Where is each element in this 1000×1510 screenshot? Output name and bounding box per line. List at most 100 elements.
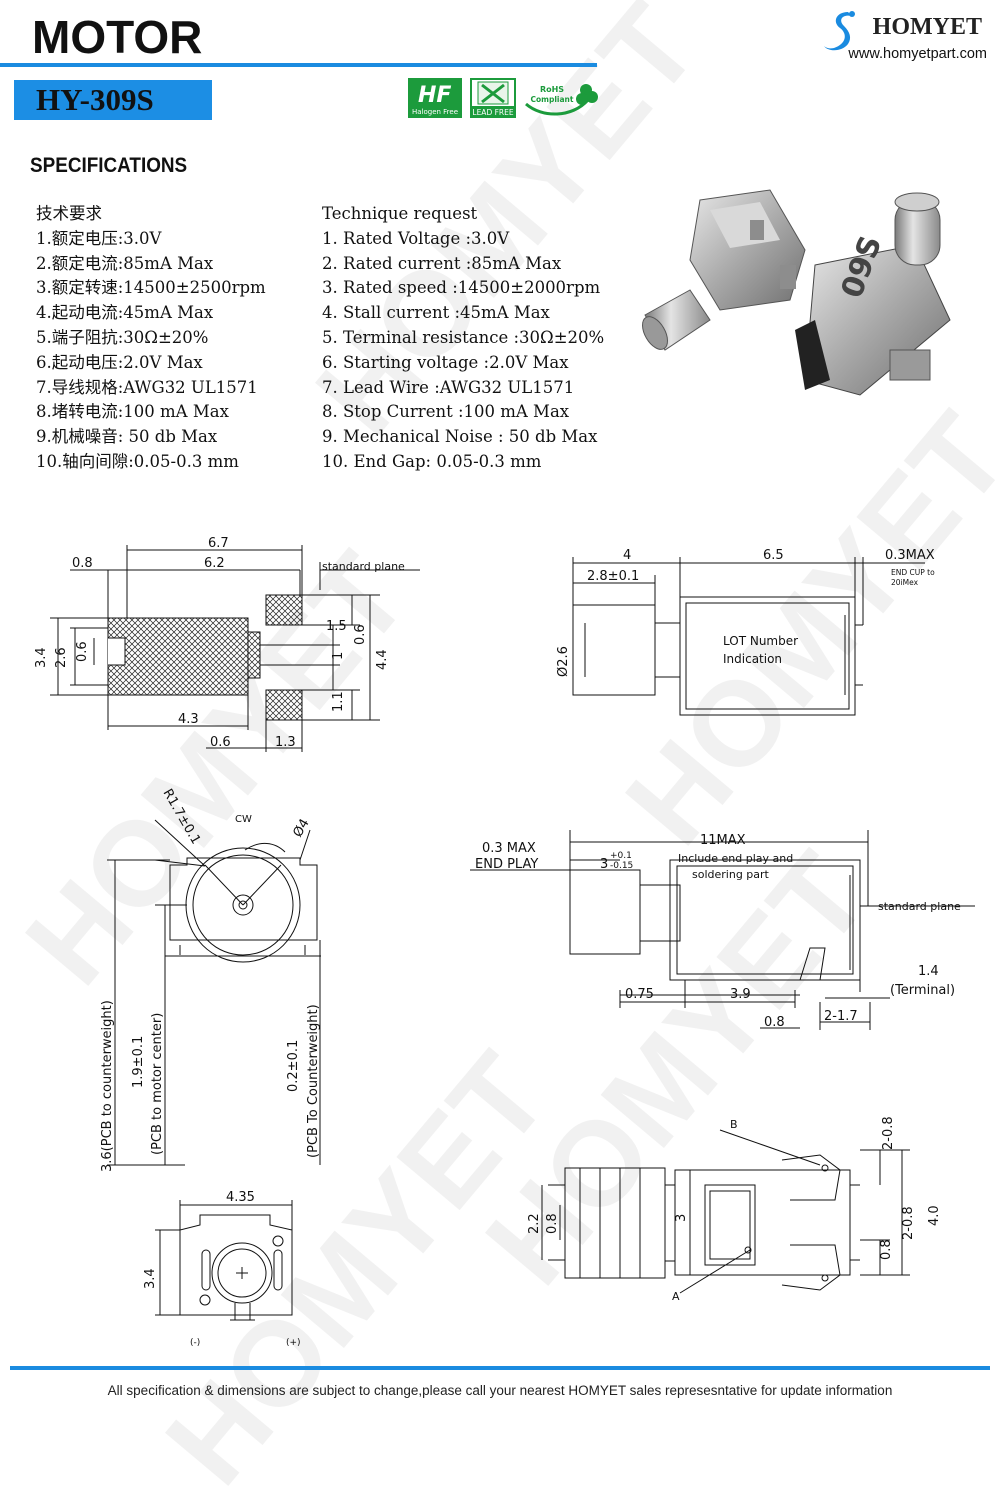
dim-0-8-right: 0.8 <box>879 1239 894 1260</box>
dim-diameter-2-6: Ø2.6 <box>556 646 571 677</box>
dim-0-8: 0.8 <box>764 1015 785 1030</box>
halogen-free-text: Halogen Free <box>412 108 458 116</box>
dim-6-5: 6.5 <box>763 548 784 563</box>
pcb-counterweight-label: (PCB To Counterweight) <box>306 1004 321 1158</box>
dim-0-6-bottom: 0.6 <box>210 735 231 750</box>
cn-spec-item: 8.堵转电流:100 mA Max <box>36 402 229 422</box>
motor-right: 09S <box>795 192 951 396</box>
cn-spec-item: 10.轴向间隙:0.05-0.3 mm <box>36 451 239 471</box>
model-label: HY-309S <box>14 80 212 120</box>
cn-spec-item: 9.机械噪音: 50 db Max <box>36 427 218 447</box>
motor-photo: 09S <box>642 189 951 396</box>
cn-spec-item: 7.导线规格:AWG32 UL1571 <box>36 377 258 397</box>
rohs-badge: RoHS Compliant <box>522 78 598 118</box>
diameter-4-label: Ø4 <box>290 816 312 840</box>
cn-spec-item: 1.额定电压:3.0V <box>36 228 162 248</box>
dim-2-6: 2.6 <box>54 647 69 668</box>
dim-1-5: 1.5 <box>326 619 347 634</box>
dim-6-2: 6.2 <box>204 556 225 571</box>
include-end-play-note: Include end play and <box>678 852 793 865</box>
dim-1-right: 1 <box>331 652 346 660</box>
label-b: B <box>730 1118 738 1131</box>
dim-0-75: 0.75 <box>625 987 654 1002</box>
drawing-end-view: R1.7±0.1 CW Ø4 3.6(PCB to counterweight)… <box>100 787 321 1172</box>
tol-plus: +0.1 <box>610 851 632 861</box>
motor-left <box>642 189 806 351</box>
cn-spec-item: 3.额定转速:14500±2500rpm <box>36 278 266 298</box>
cn-title: 技术要求 <box>36 204 102 223</box>
en-spec-item: 1. Rated Voltage :3.0V <box>322 228 510 248</box>
page-title: MOTOR <box>32 11 203 63</box>
dim-0-3max: 0.3MAX <box>885 548 935 563</box>
specs-english: Technique request 1. Rated Voltage :3.0V… <box>322 202 604 475</box>
dim-3: 3 <box>674 1214 689 1222</box>
dim-3-4: 3.4 <box>143 1268 158 1289</box>
rohs-top-text: RoHS <box>540 85 564 94</box>
svg-text:HF: HF <box>418 83 451 108</box>
en-spec-item: 9. Mechanical Noise : 50 db Max <box>322 427 598 447</box>
cn-spec-item: 4.起动电流:45mA Max <box>36 303 214 323</box>
pcb-motor-center-label: (PCB to motor center) <box>150 1013 165 1155</box>
dim-1-4: 1.4 <box>918 964 939 979</box>
dim-0-8-left: 0.8 <box>545 1213 560 1234</box>
header-divider <box>0 63 597 67</box>
dim-11max: 11MAX <box>700 833 746 848</box>
en-spec-item: 5. Terminal resistance :30Ω±20% <box>322 327 605 347</box>
drawing-top-view: B A 2.2 0.8 3 2-0.8 2-0.8 0.8 4.0 <box>527 1116 942 1303</box>
dim-3-9: 3.9 <box>730 987 751 1002</box>
footer-divider <box>10 1366 990 1370</box>
en-spec-item: 3. Rated speed :14500±2000rpm <box>322 278 601 298</box>
dim-2-8: 2.8±0.1 <box>587 569 639 584</box>
plus-terminal-label: (+) <box>286 1338 301 1348</box>
dim-2-2: 2.2 <box>527 1213 542 1234</box>
label-a: A <box>672 1290 680 1303</box>
standard-plane-label: standard plane <box>322 560 405 573</box>
dim-2-1-7: 2-1.7 <box>824 1009 858 1024</box>
dim-1-3: 1.3 <box>275 735 296 750</box>
dim-4-35: 4.35 <box>226 1190 255 1205</box>
rohs-bottom-text: Compliant <box>531 95 574 104</box>
dim-6-7: 6.7 <box>208 536 229 551</box>
drawing-side-view: 4 6.5 0.3MAX END CUP to 20iMex 2.8±0.1 Ø… <box>556 548 935 716</box>
footer-disclaimer: All specification & dimensions are subje… <box>107 1383 893 1398</box>
dim-4-0: 4.0 <box>927 1205 942 1226</box>
radius-label: R1.7±0.1 <box>160 787 204 848</box>
en-title: Technique request <box>322 204 478 223</box>
halogen-free-badge: HF Halogen Free <box>408 78 462 118</box>
en-spec-item: 10. End Gap: 0.05-0.3 mm <box>322 451 542 471</box>
drawing-bottom-view: 4.35 3.4 (-) (+) <box>143 1190 301 1348</box>
en-spec-item: 8. Stop Current :100 mA Max <box>322 402 570 422</box>
brand-name: HOMYET <box>872 14 982 40</box>
homyet-logo-icon <box>824 11 855 51</box>
en-spec-item: 7. Lead Wire :AWG32 UL1571 <box>322 377 575 397</box>
lead-free-badge: LEAD FREE <box>470 78 516 118</box>
end-play-max: 0.3 MAX <box>482 841 536 856</box>
en-spec-item: 6. Starting voltage :2.0V Max <box>322 352 569 372</box>
lot-indication-label: Indication <box>723 652 782 666</box>
terminal-label: (Terminal) <box>890 983 955 998</box>
dim-3-4: 3.4 <box>34 647 49 668</box>
end-cup-note-2: 20iMex <box>891 578 919 587</box>
dim-4-4: 4.4 <box>375 649 390 670</box>
dim-2-0-8-bottom: 2-0.8 <box>901 1206 916 1240</box>
dim-0-6-right: 0.6 <box>353 624 368 645</box>
drawing-front-view: 6.7 6.2 0.8 standard plane 1.5 0.6 1 4.4… <box>34 536 420 752</box>
cn-spec-item: 5.端子阻抗:30Ω±20% <box>36 327 209 347</box>
dim-3: 3 <box>600 857 608 872</box>
minus-terminal-label: (-) <box>190 1338 200 1348</box>
specs-chinese: 技术要求 1.额定电压:3.0V 2.额定电流:85mA Max 3.额定转速:… <box>36 202 266 475</box>
cw-label: CW <box>235 814 252 825</box>
standard-plane-label-2: standard plane <box>878 900 961 913</box>
tol-minus: -0.15 <box>610 861 633 871</box>
en-spec-item: 2. Rated current :85mA Max <box>322 253 562 273</box>
lead-free-text: LEAD FREE <box>472 108 513 117</box>
dim-4-3: 4.3 <box>178 712 199 727</box>
lot-number-label: LOT Number <box>723 634 798 648</box>
specifications-heading: SPECIFICATIONS <box>30 154 188 177</box>
end-play-label: END PLAY <box>475 857 538 872</box>
pcb-to-counterweight: 3.6(PCB to counterweight) <box>100 1000 115 1172</box>
pcb-counterweight-value: 0.2±0.1 <box>286 1040 301 1092</box>
dim-0-8: 0.8 <box>72 556 93 571</box>
brand-website: www.homyetpart.com <box>848 46 987 62</box>
end-cup-note: END CUP to <box>891 568 935 577</box>
